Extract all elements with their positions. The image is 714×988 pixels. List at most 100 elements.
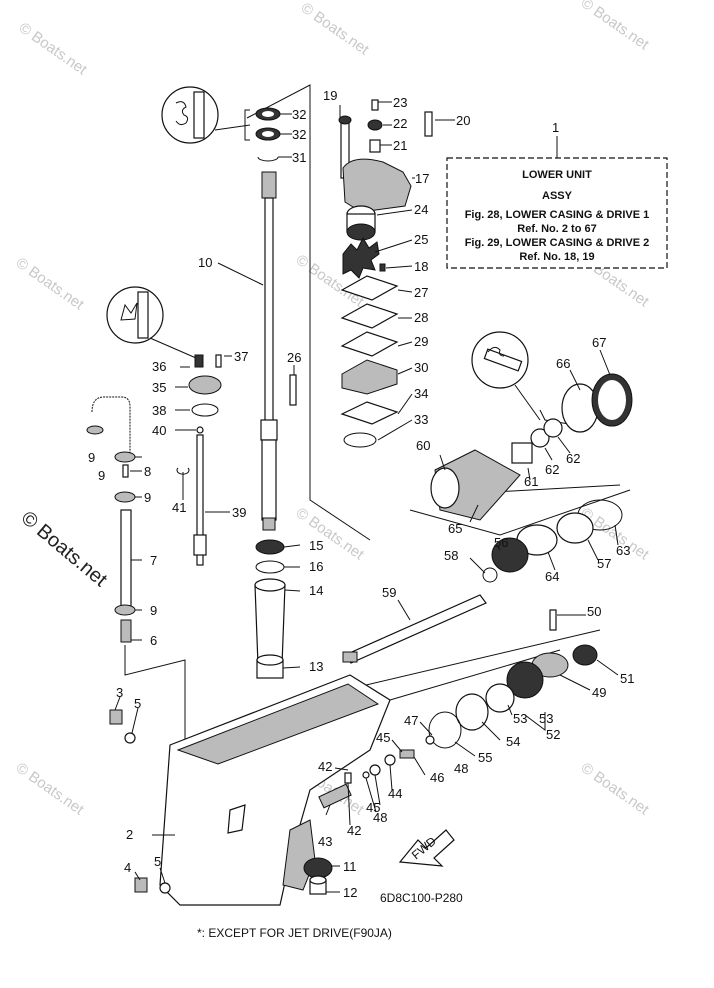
callout-5: 5 bbox=[154, 854, 161, 869]
watermark: © Boats.net bbox=[578, 0, 653, 54]
callout-32: 32 bbox=[292, 107, 306, 122]
callout-7: 7 bbox=[150, 553, 157, 568]
propeller-shaft bbox=[342, 594, 487, 664]
callout-10: 10 bbox=[198, 255, 212, 270]
callout-57: 57 bbox=[597, 556, 611, 571]
callout-9: 9 bbox=[88, 450, 95, 465]
drain-plugs bbox=[109, 709, 171, 894]
watermark: © Boats.net bbox=[13, 254, 88, 313]
callout-60: 60 bbox=[416, 438, 430, 453]
callout-67: 67 bbox=[592, 335, 606, 350]
callout-25: 25 bbox=[414, 232, 428, 247]
callout-32: 32 bbox=[292, 127, 306, 142]
info-line-1: LOWER UNIT bbox=[522, 169, 592, 181]
shift-bracket-parts bbox=[86, 396, 136, 643]
callout-35: 35 bbox=[152, 380, 166, 395]
callout-46: 46 bbox=[430, 770, 444, 785]
pin-26 bbox=[289, 374, 297, 406]
callout-47: 47 bbox=[404, 713, 418, 728]
callout-4: 4 bbox=[124, 860, 131, 875]
callout-36: 36 bbox=[152, 359, 166, 374]
callout-54: 54 bbox=[506, 734, 520, 749]
callout-51: 51 bbox=[620, 671, 634, 686]
pinion-and-nut bbox=[303, 857, 333, 895]
grease-icon-right bbox=[471, 331, 529, 389]
callout-45: 45 bbox=[376, 730, 390, 745]
shift-rod-assembly bbox=[176, 354, 222, 566]
callout-31: 31 bbox=[292, 150, 306, 165]
water-pump-stack bbox=[338, 99, 433, 448]
callout-labels: 32 32 31 19 23 22 21 20 17 24 25 18 27 2… bbox=[88, 88, 634, 900]
callout-28: 28 bbox=[414, 310, 428, 325]
callout-9: 9 bbox=[150, 603, 157, 618]
callout-59: 59 bbox=[382, 585, 396, 600]
grease-icon-left bbox=[106, 286, 164, 344]
callout-11: 11 bbox=[343, 859, 357, 874]
callout-9: 9 bbox=[98, 468, 105, 483]
callout-64: 64 bbox=[545, 569, 559, 584]
callout-22: 22 bbox=[393, 116, 407, 131]
callout-61: 61 bbox=[524, 474, 538, 489]
callout-37: 37 bbox=[234, 349, 248, 364]
fwd-arrow-icon: FWD bbox=[398, 829, 455, 867]
callout-20: 20 bbox=[456, 113, 470, 128]
diagram-code: 6D8C100-P280 bbox=[380, 891, 463, 905]
oil-seals-top bbox=[255, 107, 281, 162]
shift-cam-parts bbox=[318, 735, 435, 809]
callout-43: 43 bbox=[318, 834, 332, 849]
callout-24: 24 bbox=[414, 202, 428, 217]
callout-62: 62 bbox=[545, 462, 559, 477]
callout-23: 23 bbox=[393, 95, 407, 110]
footnote: *: EXCEPT FOR JET DRIVE(F90JA) bbox=[197, 926, 392, 940]
callout-13: 13 bbox=[309, 659, 323, 674]
callout-21: 21 bbox=[393, 138, 407, 153]
callout-8: 8 bbox=[144, 464, 151, 479]
callout-66: 66 bbox=[556, 356, 570, 371]
grease-icon-top bbox=[161, 86, 219, 144]
lower-unit-info-box: 1 LOWER UNIT ASSY Fig. 28, LOWER CASING … bbox=[446, 120, 668, 269]
watermark: © Boats.net bbox=[298, 0, 373, 59]
info-line-6: Ref. No. 18, 19 bbox=[519, 251, 594, 263]
propeller-shaft-housing bbox=[430, 373, 633, 583]
callout-40: 40 bbox=[152, 423, 166, 438]
callout-6: 6 bbox=[150, 633, 157, 648]
drive-shaft bbox=[260, 171, 278, 531]
callout-9: 9 bbox=[144, 490, 151, 505]
collars-15-16-14-13 bbox=[254, 539, 286, 679]
callout-38: 38 bbox=[152, 403, 166, 418]
callout-33: 33 bbox=[414, 412, 428, 427]
callout-50: 50 bbox=[587, 604, 601, 619]
callout-26: 26 bbox=[287, 350, 301, 365]
callout-58: 58 bbox=[444, 548, 458, 563]
callout-44: 44 bbox=[388, 786, 402, 801]
callout-39: 39 bbox=[232, 505, 246, 520]
callout-49: 49 bbox=[592, 685, 606, 700]
callout-42: 42 bbox=[347, 823, 361, 838]
callout-53: 53 bbox=[513, 711, 527, 726]
leader-lines bbox=[114, 101, 619, 893]
callout-29: 29 bbox=[414, 334, 428, 349]
callout-3: 3 bbox=[116, 685, 123, 700]
info-line-4: Ref. No. 2 to 67 bbox=[517, 223, 596, 235]
callout-19: 19 bbox=[323, 88, 337, 103]
callout-48: 48 bbox=[454, 761, 468, 776]
callout-12: 12 bbox=[343, 885, 357, 900]
callout-34: 34 bbox=[414, 386, 428, 401]
callout-55: 55 bbox=[478, 750, 492, 765]
callout-42: 42 bbox=[318, 759, 332, 774]
watermark: © Boats.net bbox=[578, 759, 653, 818]
callout-27: 27 bbox=[414, 285, 428, 300]
watermark: © Boats.net bbox=[13, 759, 88, 818]
callout-53: 53 bbox=[539, 711, 553, 726]
callout-52: 52 bbox=[546, 727, 560, 742]
callout-63: 63 bbox=[616, 543, 630, 558]
callout-5: 5 bbox=[134, 696, 141, 711]
assembly-guide-lines bbox=[124, 84, 631, 760]
callout-45: 45 bbox=[366, 800, 380, 815]
info-line-5: Fig. 29, LOWER CASING & DRIVE 2 bbox=[465, 237, 650, 249]
callout-18: 18 bbox=[414, 259, 428, 274]
callout-1: 1 bbox=[552, 120, 559, 135]
callout-41: 41 bbox=[172, 500, 186, 515]
callout-2: 2 bbox=[126, 827, 133, 842]
